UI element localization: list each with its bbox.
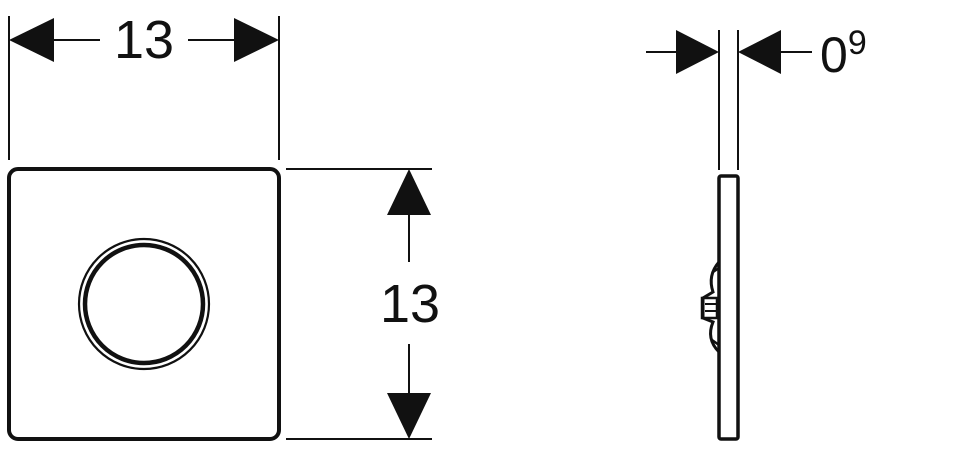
- width-dimension: 13: [8, 10, 280, 160]
- thickness-arrow-right: [738, 30, 781, 74]
- height-dimension-label: 13: [380, 274, 440, 334]
- front-plate-outline: [7, 167, 281, 441]
- thickness-dimension-label: 09: [820, 24, 867, 83]
- front-view: [7, 167, 281, 441]
- side-view: [700, 174, 740, 441]
- height-arrow-bottom: [387, 393, 431, 439]
- height-arrow-top: [387, 169, 431, 215]
- width-arrow-right: [234, 18, 279, 62]
- thickness-arrow-left: [676, 30, 719, 74]
- thickness-dimension-main: 0: [820, 27, 848, 83]
- width-dimension-label: 13: [114, 10, 174, 70]
- height-dimension: 13: [286, 168, 440, 440]
- thickness-dimension: 09: [646, 24, 867, 170]
- side-plate-outline: [717, 174, 740, 441]
- width-arrow-left: [9, 18, 54, 62]
- thickness-dimension-superscript: 9: [848, 24, 867, 62]
- button-outer-ring: [77, 237, 211, 371]
- button-inner-ring: [82, 242, 206, 366]
- mounting-clip: [700, 261, 721, 354]
